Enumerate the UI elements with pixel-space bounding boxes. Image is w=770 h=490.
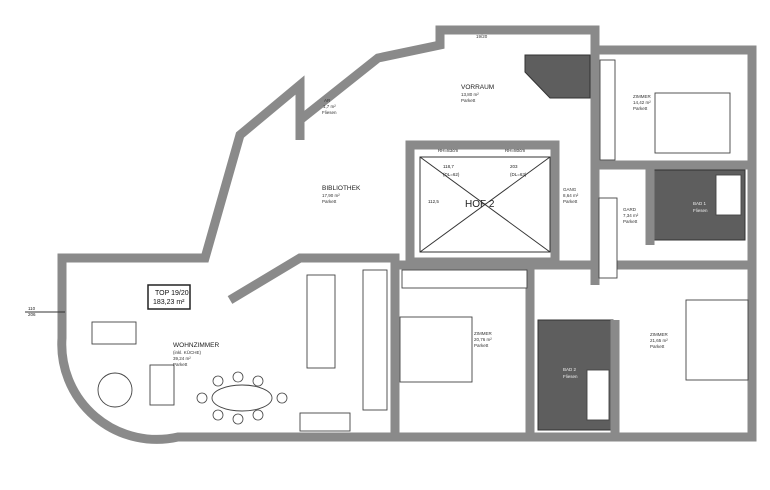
walls <box>57 25 757 444</box>
room-bad2-floor: Fliesen <box>563 374 578 379</box>
room-gang-floor: Parkett <box>563 199 578 204</box>
room-bad2-name: BAD 2 <box>563 367 577 372</box>
room-bibliothek-floor: Parkett <box>322 199 337 204</box>
summary-box <box>147 284 191 310</box>
room-bad1-floor: Fliesen <box>693 208 708 213</box>
room-zimmer2-floor: Parkett <box>474 343 489 348</box>
door-dl-1: (DL=62) <box>443 172 460 177</box>
window-dim-h: 206 <box>28 312 36 317</box>
room-gang-area: 8,64 m² <box>563 193 579 198</box>
room-vorraum-name: VORRAUM <box>461 84 494 91</box>
room-zimmer1-name: ZIMMER <box>633 94 651 99</box>
room-ar-floor: Fliesen <box>322 110 337 115</box>
room-wohnzimmer-name: WOHNZIMMER <box>173 342 220 349</box>
room-vorraum-floor: Parkett <box>461 98 476 103</box>
room-zimmer2-name: ZIMMER <box>474 331 492 336</box>
room-gard-floor: Parkett <box>623 219 638 224</box>
room-zimmer2-area: 20,76 m² <box>474 337 492 342</box>
room-gang-name: GANG <box>563 187 577 192</box>
room-bibliothek-name: BIBLIOTHEK <box>322 185 361 192</box>
door-dim-3: 112,5 <box>428 199 439 204</box>
summary-area: 183,23 m² <box>153 299 185 306</box>
unit-tag: 19/20 <box>476 34 488 39</box>
room-gard-area: 7,34 m² <box>623 213 639 218</box>
summary-title: TOP 19/20 <box>155 290 189 297</box>
room-wohnzimmer-floor: Parkett <box>173 362 188 367</box>
door-dl-2: (DL=63) <box>510 172 527 177</box>
room-zimmer3-name: ZIMMER <box>650 332 668 337</box>
room-zimmer3-floor: Parkett <box>650 344 665 349</box>
room-vorraum-area: 13,80 m² <box>461 92 479 97</box>
door-dim-1: 118,7 <box>443 164 454 169</box>
door-label-rh80: RH=80cm <box>505 148 525 153</box>
room-gard-name: GARD <box>623 207 637 212</box>
door-label-rh83: RH=83cm <box>438 148 458 153</box>
room-hof-name: HOF 2 <box>465 199 495 210</box>
door-dim-2: 203 <box>510 164 518 169</box>
room-bad1-name: BAD 1 <box>693 201 707 206</box>
furniture <box>91 59 749 432</box>
wc-tiles <box>524 54 591 99</box>
room-zimmer1-floor: Parkett <box>633 106 648 111</box>
room-zimmer1-area: 14,42 m² <box>633 100 651 105</box>
room-zimmer3-area: 21,65 m² <box>650 338 668 343</box>
room-ar-name: AR <box>324 98 331 103</box>
room-bibliothek-area: 17,90 m² <box>322 193 340 198</box>
hof-area <box>419 156 551 253</box>
window-dim-w: 110 <box>28 306 36 311</box>
room-wohnzimmer-sub: (inkl. KÜCHE) <box>173 349 202 355</box>
room-ar-area: 1,7 m² <box>323 104 336 109</box>
room-wohnzimmer-area: 39,24 m² <box>173 356 191 361</box>
